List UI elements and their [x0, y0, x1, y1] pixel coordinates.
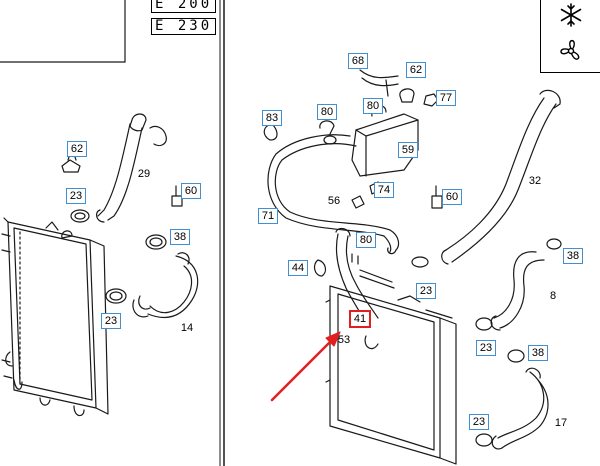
part-number-23: 23 [416, 283, 436, 299]
part-number-68: 68 [348, 53, 368, 69]
part-number-74: 74 [374, 182, 394, 198]
left-radiator [1, 217, 109, 417]
part-number-44: 44 [288, 260, 308, 276]
part-number-80: 80 [356, 232, 376, 248]
right-clamps [313, 135, 562, 447]
part-number-38: 38 [170, 229, 190, 245]
part-number-38: 38 [563, 248, 583, 264]
part-number-59: 59 [398, 142, 418, 158]
right-radiator [325, 253, 457, 465]
part-number-17: 17 [554, 417, 568, 429]
hose-68 [359, 69, 399, 97]
part-number-71: 71 [258, 208, 278, 224]
part-number-60: 60 [181, 183, 201, 199]
part-number-29: 29 [137, 168, 151, 180]
part-number-77: 77 [436, 90, 456, 106]
part-number-23: 23 [101, 313, 121, 329]
coolant-reservoir [351, 88, 439, 177]
part-number-23: 23 [476, 340, 496, 356]
part-number-56: 56 [327, 195, 341, 207]
part-number-8: 8 [549, 290, 557, 302]
snowflake-icon [560, 3, 582, 27]
part-number-41: 41 [349, 310, 371, 328]
part-number-62: 62 [67, 141, 87, 157]
part-number-83: 83 [262, 110, 282, 126]
legend-box [540, 0, 600, 73]
hose-17 [491, 367, 549, 450]
model-badge: E 230 [151, 18, 217, 35]
fan-icon [560, 39, 580, 60]
part-number-80: 80 [363, 98, 383, 114]
left-clamps [61, 153, 183, 304]
part-number-80: 80 [317, 104, 337, 120]
part-number-62: 62 [406, 62, 426, 78]
red-arrow [270, 331, 341, 402]
part-number-32: 32 [528, 175, 542, 187]
part-number-60: 60 [442, 189, 462, 205]
part-number-23: 23 [469, 414, 489, 430]
hose-29 [95, 113, 167, 223]
part-number-23: 23 [66, 188, 86, 204]
hose-8 [490, 251, 545, 331]
hose-32 [441, 89, 561, 265]
part-number-53: 53 [337, 334, 351, 346]
part-number-14: 14 [180, 322, 194, 334]
model-badge: E 200 [151, 0, 217, 13]
part-number-38: 38 [528, 345, 548, 361]
hose-14 [132, 252, 199, 319]
